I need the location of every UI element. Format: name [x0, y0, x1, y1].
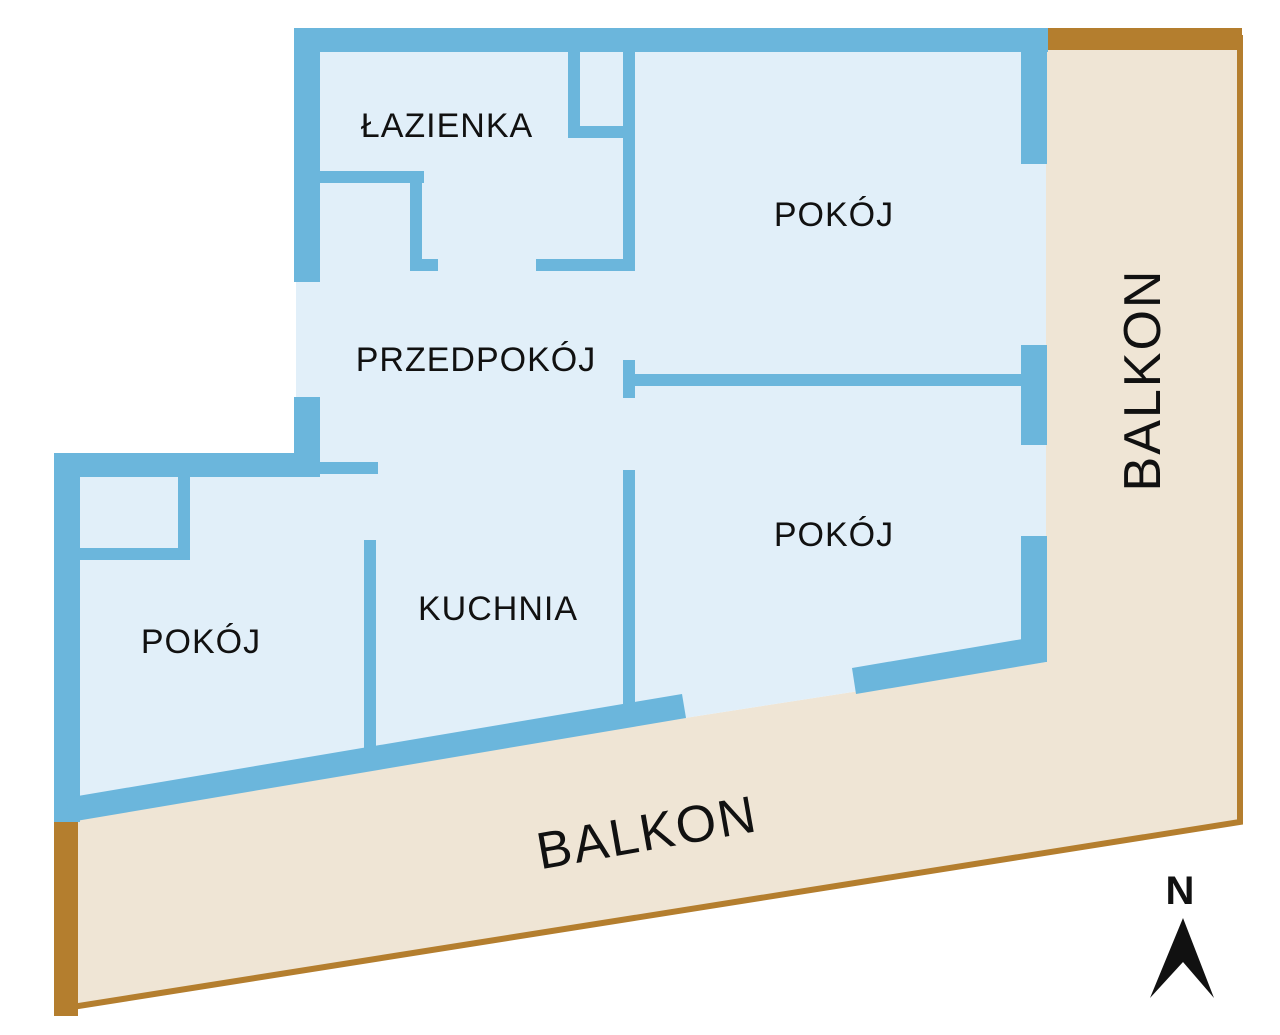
wall-kitchen-top — [296, 462, 378, 474]
room-label-west: POKÓJ — [141, 623, 261, 661]
compass: N — [1150, 869, 1214, 998]
wall-kitchen-east — [623, 470, 635, 710]
wall-top — [294, 28, 1048, 52]
balcony-area — [54, 28, 1243, 1016]
room-label-kitchen: KUCHNIA — [418, 590, 578, 628]
room-label-hallway: PRZEDPOKÓJ — [356, 341, 596, 379]
north-arrow-icon — [1150, 918, 1214, 998]
wall-south-west — [66, 694, 686, 822]
wall-west — [54, 453, 80, 822]
balcony-top-cap — [1046, 28, 1242, 50]
wall-bath-inner-right — [410, 171, 422, 269]
compass-north-letter: N — [1166, 869, 1195, 913]
wall-bath-shaft-left — [568, 40, 580, 132]
room-label-east: POKÓJ — [774, 516, 894, 554]
room-label-north: POKÓJ — [774, 196, 894, 234]
room-label-bathroom: ŁAZIENKA — [361, 107, 533, 145]
wall-bath-bottom-right — [536, 259, 635, 271]
wall-bath-vertical — [623, 40, 635, 271]
wall-east-middle — [1021, 345, 1047, 445]
balcony-label-east: BALKON — [1114, 269, 1172, 492]
walls — [54, 28, 1048, 822]
wall-rooms-divider — [634, 374, 1032, 386]
wall-west-kitchen — [364, 540, 376, 748]
wall-south-east — [852, 636, 1046, 694]
wall-left-upper — [294, 28, 320, 282]
wall-closet-right — [178, 470, 190, 558]
wall-bath-shaft-bottom — [568, 126, 630, 138]
wall-bath-inner-top — [318, 171, 424, 183]
wall-east-lower — [1021, 536, 1047, 662]
wall-bath-inner-foot — [410, 259, 438, 271]
wall-east-upper — [1021, 28, 1047, 164]
balcony-floor — [66, 32, 1240, 1008]
wall-closet-bottom — [78, 548, 190, 560]
wall-divider-stub — [623, 360, 635, 398]
balcony-left-cap — [54, 820, 78, 1016]
